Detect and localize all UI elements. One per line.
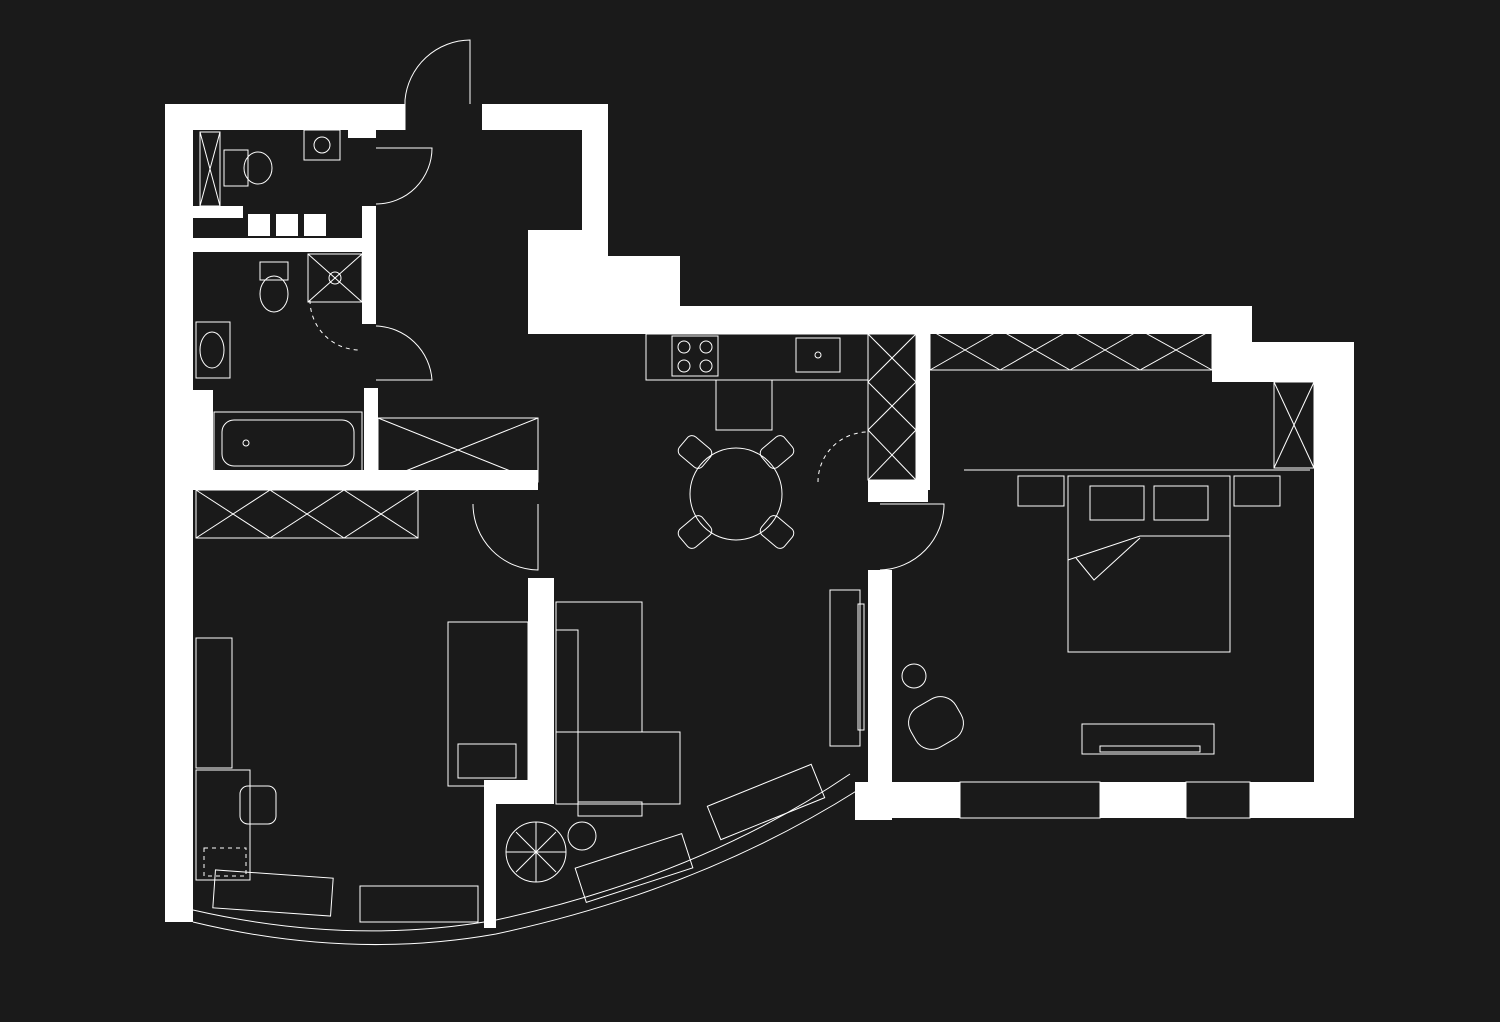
sink-icon <box>795 337 841 373</box>
bath-door <box>375 325 433 381</box>
wardrobe-icon <box>929 329 1213 371</box>
walls <box>165 104 1354 928</box>
wall-facade-left <box>165 896 193 922</box>
stove-icon <box>671 335 719 377</box>
wall-left-outer <box>165 104 193 922</box>
kitchen-pantry-door <box>817 431 869 483</box>
armchair-icon <box>901 663 964 750</box>
wall-bath-right <box>362 206 376 324</box>
shower-icon <box>307 253 363 303</box>
wall-right-outer <box>1314 342 1354 818</box>
dresser <box>1081 723 1215 755</box>
bedroom-door <box>879 503 945 571</box>
dining-table-icon <box>689 447 783 541</box>
wardrobe-icon <box>377 417 539 483</box>
wall-top-left <box>165 104 405 130</box>
sofa-icon <box>447 621 529 787</box>
sink-icon <box>303 129 341 161</box>
sink-icon <box>195 321 231 379</box>
bedroom-window-bottom-1 <box>959 781 1101 819</box>
double-bed-icon <box>1067 475 1231 653</box>
facade-curve-inner <box>192 773 851 932</box>
sofa-icon <box>555 601 681 817</box>
wall-bath-lower <box>193 390 213 470</box>
bathtub-icon <box>213 411 363 475</box>
chair-icon <box>239 785 277 825</box>
wall-wardrobe-top <box>193 470 538 490</box>
radiator-icon <box>212 763 826 923</box>
kitchen-counter <box>645 333 869 431</box>
wall-bottom-right <box>880 782 1354 818</box>
plant-icon <box>505 821 567 883</box>
wardrobe-icon <box>867 333 917 481</box>
nightstand <box>1017 475 1065 507</box>
bedroom-window-bottom-2 <box>1185 781 1251 819</box>
toilet-icon <box>259 261 289 313</box>
side-table <box>567 821 597 851</box>
doors <box>309 39 945 571</box>
bedroom-window-frame <box>1317 509 1343 651</box>
nightstand <box>1233 475 1281 507</box>
wall-wc-bottom <box>193 206 243 218</box>
wardrobe-icon <box>195 489 419 539</box>
wall-study-divider-vertical <box>484 780 496 928</box>
wall-bedroom-corner <box>855 782 892 820</box>
study-door <box>472 503 539 571</box>
wall-bedroom-top-left <box>916 330 930 490</box>
wc-shelf <box>199 131 221 207</box>
chair-icon <box>677 435 795 549</box>
washer-units <box>248 214 670 316</box>
tv-unit <box>829 589 865 747</box>
wall-kitchen-column <box>868 480 928 502</box>
bath-shower-door <box>309 299 361 351</box>
entry-door <box>404 39 471 130</box>
wc-door <box>375 147 433 205</box>
wall-bath-divider <box>193 238 363 252</box>
bathrooms <box>195 129 670 475</box>
desk-icon <box>195 637 251 881</box>
wall-wc-partition <box>348 130 376 138</box>
wall-bedroom-left <box>868 570 892 782</box>
wall-bath-hall <box>364 388 378 484</box>
toilet-icon <box>223 149 273 187</box>
facade-curve-outer <box>192 789 859 946</box>
wall-living-left-partition <box>528 578 554 804</box>
wardrobe-icon <box>1273 381 1315 469</box>
